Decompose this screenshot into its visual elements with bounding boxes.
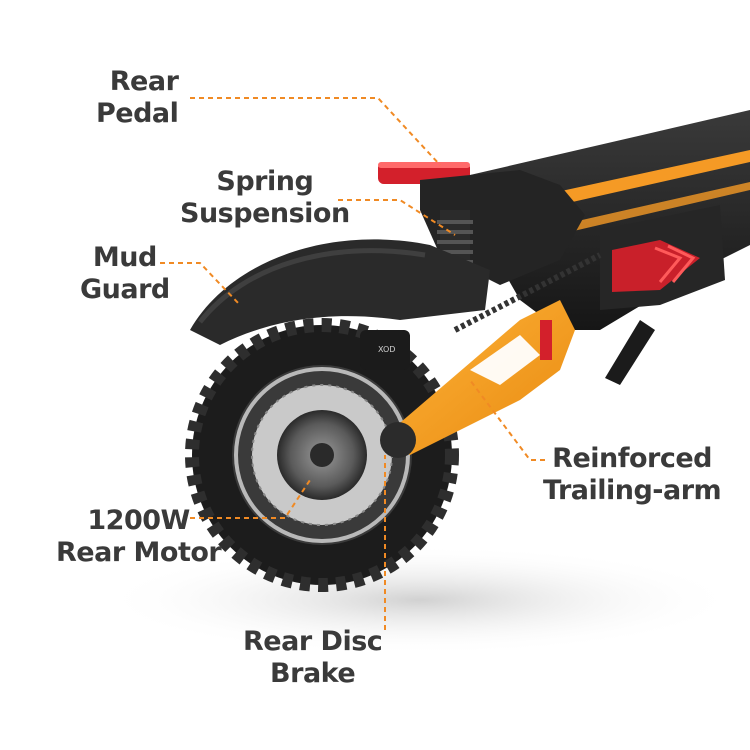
deck-orange-stripe	[520, 150, 750, 212]
drive-chain	[453, 252, 602, 333]
side-reflector	[612, 240, 700, 292]
label-spring-line1: Spring	[216, 166, 314, 197]
label-rear-pedal-line1: Rear	[109, 66, 179, 97]
label-disc-brake-line2: Brake	[270, 658, 356, 689]
label-trailing-arm-line1: Reinforced	[552, 443, 713, 474]
label-mud-guard-line2: Guard	[80, 274, 170, 305]
label-mud-guard-line1: Mud	[92, 242, 157, 273]
label-rear-disc-brake: Rear Disc Brake	[243, 626, 383, 690]
label-trailing-arm: Reinforced Trailing-arm	[543, 443, 722, 507]
brake-caliper	[360, 330, 410, 370]
label-rear-motor: 1200W Rear Motor	[56, 505, 222, 569]
label-rear-motor-line1: 1200W	[87, 505, 190, 536]
label-rear-pedal: Rear Pedal	[96, 66, 179, 130]
trailing-arm	[380, 300, 575, 455]
axle-nut	[380, 422, 416, 458]
label-spring-suspension: Spring Suspension	[180, 166, 350, 230]
label-rear-pedal-line2: Pedal	[96, 98, 179, 129]
label-trailing-arm-line2: Trailing-arm	[543, 475, 722, 506]
label-disc-brake-line1: Rear Disc	[243, 626, 383, 657]
svg-text:XOD: XOD	[378, 345, 395, 354]
kickstand	[605, 320, 655, 385]
mud-guard	[190, 239, 490, 345]
rear-wheel	[185, 318, 459, 592]
deck-orange-stripe-2	[560, 182, 750, 233]
ground-shadow	[100, 545, 740, 655]
label-rear-motor-line2: Rear Motor	[56, 537, 222, 568]
label-spring-line2: Suspension	[180, 198, 350, 229]
label-mud-guard: Mud Guard	[80, 242, 170, 306]
